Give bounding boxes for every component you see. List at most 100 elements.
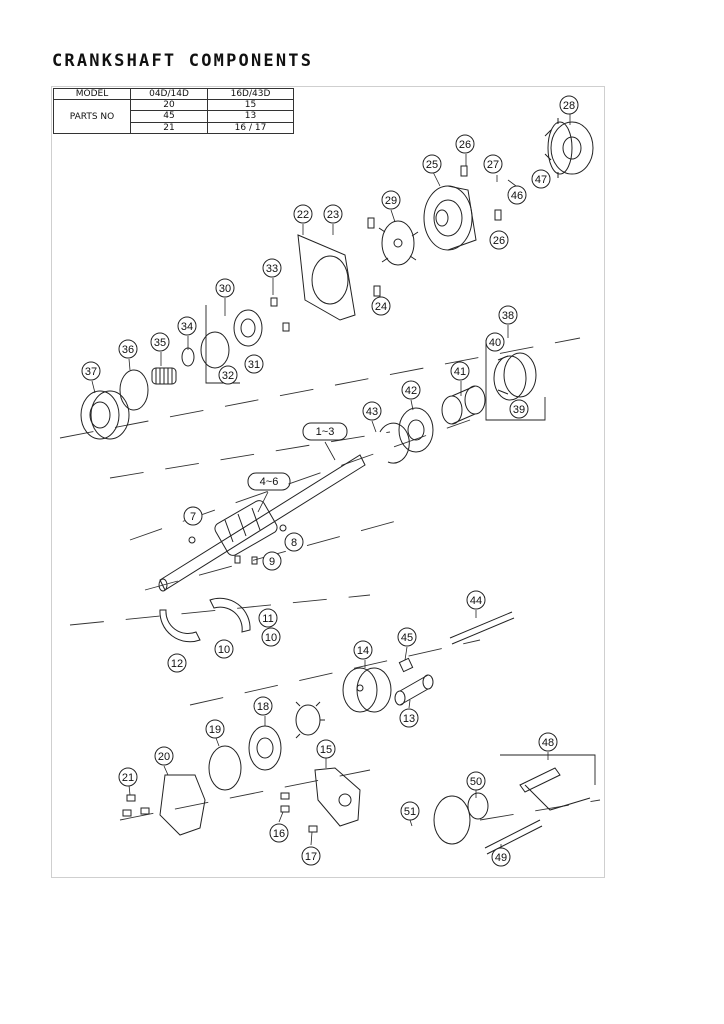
callout-14: 14 [353, 640, 373, 660]
cover-15 [314, 767, 361, 827]
callout-circle [353, 640, 373, 660]
callout-32: 32 [218, 365, 238, 385]
callout-circle [401, 380, 421, 400]
callout-41: 41 [450, 361, 470, 381]
callout-22: 22 [293, 204, 313, 224]
callout-51: 51 [400, 801, 420, 821]
callout-28: 28 [559, 95, 579, 115]
callout-26: 26 [489, 230, 509, 250]
callouts: 1~3 4~6 [247, 422, 348, 491]
callout-50: 50 [466, 771, 486, 791]
half-bearing-12 [159, 609, 201, 643]
callout-label: 9 [269, 556, 275, 568]
callout-circle [450, 361, 470, 381]
callout-label: 46 [511, 190, 523, 202]
callout-circle [284, 532, 304, 552]
callout-39: 39 [509, 399, 529, 419]
page-title: CRANKSHAFT COMPONENTS [52, 51, 314, 71]
callout-circle [507, 185, 527, 205]
callout-circle [244, 354, 264, 374]
leader-lines [91, 114, 571, 852]
cover-15-hole [338, 793, 352, 807]
lever-48 [519, 767, 591, 811]
o-ring-32 [200, 331, 230, 369]
callout-label: 10 [218, 644, 230, 656]
pulley-39 [493, 352, 537, 401]
cover-20 [159, 774, 206, 836]
flange-housing-25 [423, 185, 477, 251]
callout-10: 10 [214, 639, 234, 659]
callout-circle [483, 154, 503, 174]
table-cell: 16 / 17 [207, 121, 294, 135]
callout-circle [177, 316, 197, 336]
callout-25: 25 [422, 154, 442, 174]
callout-29: 29 [381, 190, 401, 210]
callout-circle [559, 95, 579, 115]
callout-44: 44 [466, 590, 486, 610]
shaft-49 [484, 819, 543, 855]
frame-bracket-22 [297, 234, 356, 321]
gear-housing-50 [433, 792, 489, 845]
callout-31: 31 [244, 354, 264, 374]
snap-ring-43 [379, 422, 410, 464]
callout-circle [258, 608, 278, 628]
callout-12: 12 [167, 653, 187, 673]
callout-11: 11 [258, 608, 278, 628]
callout-27: 27 [483, 154, 503, 174]
callout-circle [215, 278, 235, 298]
callout-label: 34 [181, 321, 193, 333]
callout-circle [218, 365, 238, 385]
callout-circle [489, 230, 509, 250]
callout-label: 41 [454, 366, 466, 378]
callout-label: 36 [122, 344, 134, 356]
screws [122, 165, 502, 833]
callout-label: 42 [405, 385, 417, 397]
callout-circle [262, 258, 282, 278]
callout-35: 35 [150, 332, 170, 352]
pulley-28 [544, 118, 594, 178]
callout-label: 20 [158, 751, 170, 763]
pin-9b [251, 556, 258, 565]
callout-label: 27 [487, 159, 499, 171]
callout-30: 30 [215, 278, 235, 298]
callout-circle [422, 154, 442, 174]
callout-circle [381, 190, 401, 210]
callout-38: 38 [498, 305, 518, 325]
nut-45 [398, 657, 414, 673]
callout-label: 16 [273, 828, 285, 840]
callout-circle [399, 708, 419, 728]
callout-15: 15 [316, 739, 336, 759]
callout-label: 38 [502, 310, 514, 322]
callout-label: 49 [495, 852, 507, 864]
callout-label: 21 [122, 772, 134, 784]
pin-13 [394, 674, 434, 706]
callout-label: 28 [563, 100, 575, 112]
callout-46: 46 [507, 185, 527, 205]
callout-49: 49 [491, 847, 511, 867]
callout-7: 7 [183, 506, 203, 526]
callout-circle [466, 590, 486, 610]
callout-circle [301, 846, 321, 866]
callout-16: 16 [269, 823, 289, 843]
callout-circle [498, 305, 518, 325]
callout-26: 26 [455, 134, 475, 154]
table-cell: 21 [130, 121, 208, 135]
callout-circle [154, 746, 174, 766]
callout-label: 26 [493, 235, 505, 247]
half-bearing-11 [209, 597, 251, 633]
bearing-42 [398, 407, 434, 453]
pin-9 [234, 555, 241, 564]
callout-circle [205, 719, 225, 739]
nut-8 [279, 524, 287, 532]
callout-circle [491, 847, 511, 867]
callout-label: 23 [327, 209, 339, 221]
callout-circle [167, 653, 187, 673]
callout-label: 45 [401, 632, 413, 644]
callout-36: 36 [118, 339, 138, 359]
callout-label: 17 [305, 851, 317, 863]
shaft-44 [449, 611, 515, 645]
callout-13: 13 [399, 708, 419, 728]
callout-label: 7 [190, 511, 196, 523]
table-row: 21 16 / 17 [54, 121, 294, 135]
